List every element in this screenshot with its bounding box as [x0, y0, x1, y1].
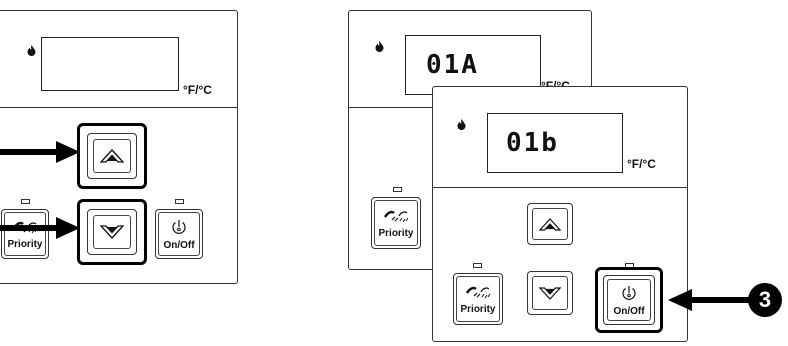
priority-label: Priority: [378, 227, 414, 239]
up-button[interactable]: [87, 133, 137, 179]
unit-label: °F/°C: [627, 157, 656, 171]
step-number: 3: [758, 287, 772, 312]
power-led: [175, 199, 184, 204]
panel-divider: [433, 187, 687, 188]
priority-led: [393, 187, 402, 192]
power-icon: [620, 284, 638, 307]
shower-faucet-icon: [382, 208, 410, 229]
onoff-label: On/Off: [613, 305, 645, 317]
up-button[interactable]: [527, 203, 573, 245]
onoff-button-highlight: [595, 267, 663, 333]
down-button[interactable]: [527, 271, 573, 315]
priority-button[interactable]: Priority: [371, 197, 421, 249]
front-control-panel: 01b °F/°C Priority: [432, 86, 688, 342]
up-arrow-icon: [539, 217, 561, 231]
priority-button[interactable]: Priority: [1, 209, 49, 259]
panel-divider: [0, 107, 237, 108]
onoff-button[interactable]: On/Off: [155, 209, 203, 259]
display-code: 01A: [426, 50, 479, 80]
pointer-arrow-icon: [668, 289, 752, 311]
priority-led: [21, 199, 30, 204]
pointer-arrow-icon: [0, 141, 80, 163]
priority-label: Priority: [460, 303, 496, 315]
priority-led: [473, 263, 482, 268]
priority-button[interactable]: Priority: [453, 273, 503, 325]
power-icon: [170, 218, 188, 241]
up-button-highlight: [77, 123, 147, 189]
down-button[interactable]: [87, 209, 137, 255]
priority-label: Priority: [7, 238, 43, 250]
left-control-panel: °F/°C Priority On/Off: [0, 10, 238, 284]
code-display: 01b: [487, 113, 623, 173]
temperature-display: [41, 37, 179, 91]
unit-label: °F/°C: [183, 83, 212, 97]
onoff-label: On/Off: [163, 239, 195, 251]
flame-icon: [27, 45, 36, 59]
shower-faucet-icon: [464, 284, 492, 305]
onoff-button[interactable]: On/Off: [603, 275, 655, 325]
flame-icon: [457, 119, 466, 133]
flame-icon: [375, 41, 384, 55]
pointer-arrow-icon: [0, 217, 80, 239]
display-code: 01b: [506, 128, 559, 158]
down-button-highlight: [77, 199, 147, 265]
down-arrow-icon: [539, 286, 561, 300]
code-display: 01A: [405, 35, 541, 95]
down-arrow-icon: [100, 225, 124, 239]
up-arrow-icon: [100, 149, 124, 163]
step-callout: 3: [748, 283, 782, 317]
